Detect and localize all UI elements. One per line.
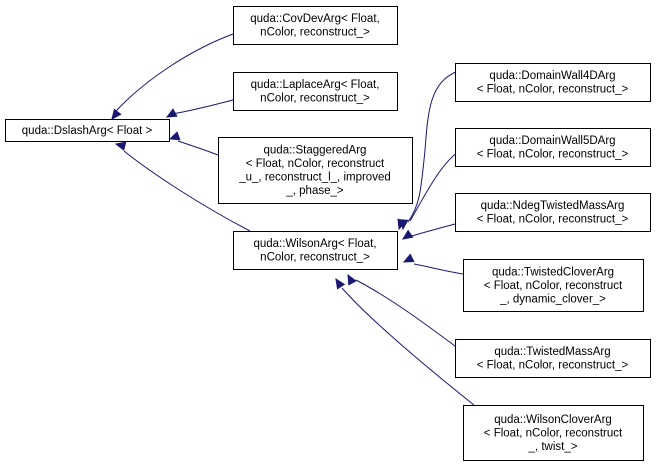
arrowhead (111, 108, 122, 120)
edge-line (409, 151, 459, 222)
class-name-line: nColor, reconstruct_> (260, 252, 370, 264)
edges-layer (111, 33, 475, 406)
edge-line (411, 223, 456, 237)
arrowhead (402, 253, 415, 263)
edge-line (413, 263, 464, 275)
class-name-line: nColor, reconstruct_> (260, 27, 370, 39)
edge-wilson-to-dslash (114, 141, 251, 232)
class-node-laplace[interactable]: quda::LaplaceArg< Float,nColor, reconstr… (233, 72, 398, 111)
arrowhead (347, 273, 357, 286)
class-node-ndeg[interactable]: quda::NdegTwistedMassArg< Float, nColor,… (455, 193, 651, 232)
edge-tmass-to-wilson (347, 273, 456, 347)
class-box (455, 193, 651, 232)
class-name-line: < Float, nColor, reconstruct_> (477, 360, 629, 372)
class-name-line: _, phase_> (285, 185, 344, 197)
edge-dw5d-to-wilson (398, 151, 459, 231)
class-box (233, 231, 398, 270)
arrowhead (168, 131, 181, 141)
class-box (463, 405, 644, 461)
class-box (455, 63, 651, 102)
class-name-line: quda::LaplaceArg< Float, (251, 79, 380, 91)
class-node-staggered[interactable]: quda::StaggeredArg< Float, nColor, recon… (218, 137, 413, 204)
edge-line (171, 99, 234, 115)
class-name-line: quda::TwistedCloverArg (492, 266, 614, 278)
class-name-line: quda::StaggeredArg (264, 145, 367, 157)
arrowhead (165, 108, 178, 118)
class-name-line: < Float, nColor, reconstruct (484, 280, 623, 292)
class-box (5, 119, 170, 142)
edge-ndeg-to-wilson (401, 223, 456, 240)
class-name-line: quda::TwistedMassArg (494, 346, 610, 358)
class-node-wilson[interactable]: quda::WilsonArg< Float,nColor, reconstru… (233, 231, 398, 270)
edge-line (341, 287, 475, 406)
class-box (455, 128, 651, 167)
class-name-line: _, dynamic_clover_> (499, 293, 606, 305)
edge-laplace-to-dslash (165, 99, 234, 118)
class-name-line: < Float, nColor, reconstruct_> (477, 84, 629, 96)
class-name-line: quda::DomainWall4DArg (489, 70, 615, 82)
class-name-line: nColor, reconstruct_> (260, 93, 370, 105)
arrowhead (401, 229, 414, 240)
class-name-line: quda::NdegTwistedMassArg (481, 200, 625, 212)
class-node-tmass[interactable]: quda::TwistedMassArg< Float, nColor, rec… (455, 339, 651, 378)
edge-line (355, 279, 456, 347)
class-box (463, 259, 644, 312)
edge-line (123, 150, 251, 232)
edge-covdev-to-dslash (111, 33, 234, 120)
class-name-line: < Float, nColor, reconstruct_> (477, 149, 629, 161)
edge-line (115, 33, 234, 112)
arrowhead (335, 277, 346, 290)
edge-staggered-to-dslash (168, 131, 219, 156)
arrowhead (398, 219, 409, 231)
class-node-wclover[interactable]: quda::WilsonCloverArg< Float, nColor, re… (463, 405, 644, 461)
edge-line (177, 140, 219, 156)
class-name-line: quda::DslashArg< Float > (22, 125, 153, 137)
class-node-dslash[interactable]: quda::DslashArg< Float > (5, 119, 170, 142)
class-name-line: < Float, nColor, reconstruct (246, 158, 385, 170)
class-name-line: quda::WilsonCloverArg (494, 414, 612, 426)
class-name-line: _u_, reconstruct_l_, improved (238, 172, 391, 184)
class-node-tclover[interactable]: quda::TwistedCloverArg< Float, nColor, r… (463, 259, 644, 312)
class-node-dw5d[interactable]: quda::DomainWall5DArg< Float, nColor, re… (455, 128, 651, 167)
class-name-line: quda::CovDevArg< Float, (250, 13, 379, 25)
edge-wclover-to-wilson (335, 277, 475, 406)
class-name-line: < Float, nColor, reconstruct_> (477, 214, 629, 226)
class-box (455, 339, 651, 378)
class-node-covdev[interactable]: quda::CovDevArg< Float,nColor, reconstru… (233, 6, 398, 45)
class-box (233, 6, 398, 45)
arrowhead (114, 141, 127, 151)
class-box (233, 72, 398, 111)
class-name-line: _, twist_> (528, 441, 578, 453)
class-name-line: quda::WilsonArg< Float, (253, 238, 376, 250)
class-name-line: quda::DomainWall5DArg (489, 135, 615, 147)
edge-tclover-to-wilson (402, 253, 464, 275)
class-box (218, 137, 413, 204)
class-node-dw4d[interactable]: quda::DomainWall4DArg< Float, nColor, re… (455, 63, 651, 102)
edge-line (407, 70, 459, 223)
nodes-layer: quda::DslashArg< Float > quda::CovDevArg<… (5, 6, 651, 461)
class-name-line: < Float, nColor, reconstruct (484, 427, 623, 439)
